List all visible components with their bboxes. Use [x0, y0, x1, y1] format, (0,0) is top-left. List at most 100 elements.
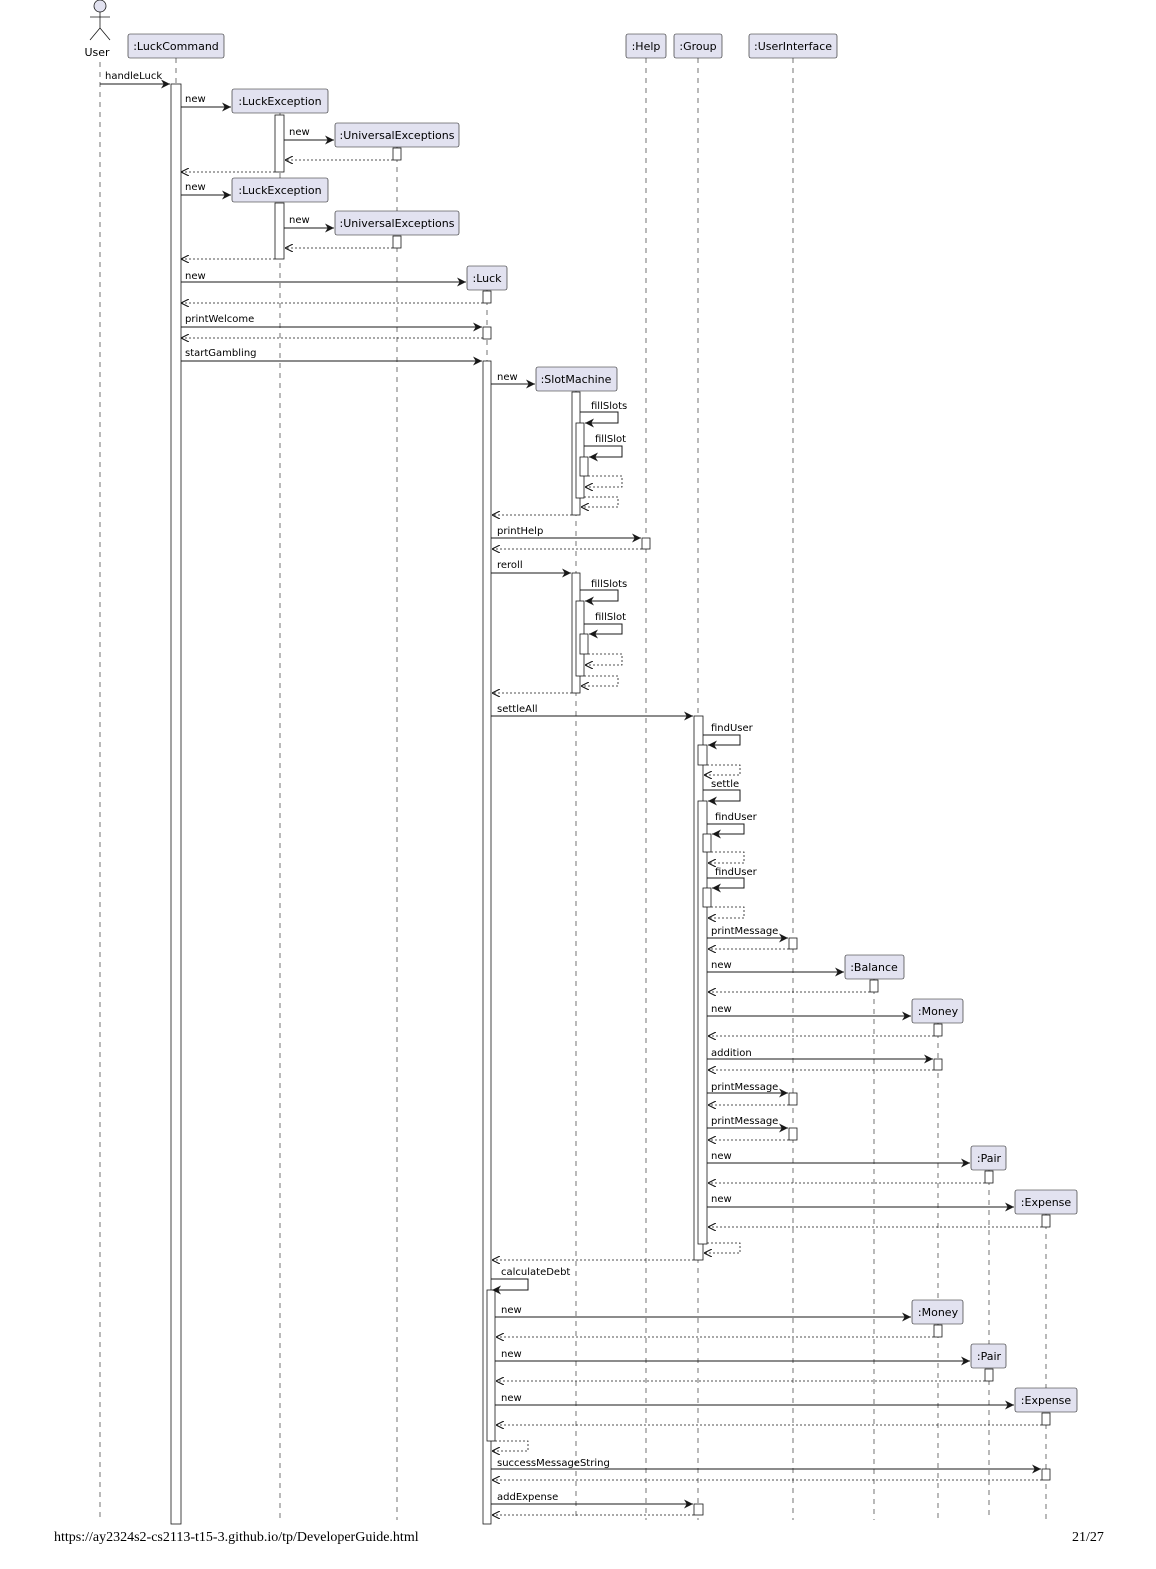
participant-label: :UniversalExceptions	[340, 217, 455, 230]
message-new-expense: new	[495, 1393, 1014, 1410]
message-fillslot: fillSlot	[584, 612, 626, 639]
message-printwelcome: printWelcome	[181, 314, 482, 332]
lifelines	[99, 58, 1047, 1520]
message-finduser: findUser	[707, 812, 758, 839]
message-label: findUser	[715, 812, 758, 823]
activation-luckexception	[274, 114, 285, 173]
message-label: reroll	[497, 560, 523, 571]
message-new-money: new	[707, 1004, 911, 1021]
activation-expense	[1041, 1412, 1051, 1426]
participant-money: :Money	[911, 1299, 964, 1325]
message-label: fillSlot	[595, 434, 626, 445]
message-label: new	[185, 94, 206, 105]
participant-label: :LuckCommand	[133, 40, 219, 53]
return-arrow	[708, 851, 745, 863]
participant-expense: :Expense	[1014, 1189, 1078, 1215]
message-new-expense: new	[707, 1194, 1014, 1212]
message-label: printMessage	[711, 1116, 778, 1127]
participant-label: :Pair	[977, 1152, 1002, 1165]
return-arrow	[708, 906, 745, 918]
message-printmessage: printMessage	[707, 926, 788, 943]
return-arrow	[585, 653, 623, 665]
participant-label: :SlotMachine	[541, 373, 612, 386]
message-label: new	[711, 960, 732, 971]
participant-label: :UniversalExceptions	[340, 129, 455, 142]
activation-universalexceptions	[392, 147, 402, 161]
message-label: addition	[711, 1048, 752, 1059]
participant-label: :LuckException	[238, 184, 321, 197]
actor-user: User	[84, 0, 111, 59]
message-settle: settle	[703, 779, 741, 806]
message-new-luckexception: new	[181, 94, 231, 112]
message-finduser: findUser	[703, 723, 754, 750]
message-finduser: findUser	[707, 867, 758, 893]
return-arrow	[704, 1242, 741, 1253]
message-label: new	[711, 1004, 732, 1015]
footer-url: https://ay2324s2-cs2113-t15-3.github.io/…	[54, 1530, 419, 1545]
message-new-pair: new	[707, 1151, 970, 1168]
message-settleall: settleAll	[491, 704, 693, 721]
participant-universalexceptions: :UniversalExceptions	[334, 122, 460, 148]
message-fillslots: fillSlots	[580, 401, 627, 428]
message-startgambling: startGambling	[181, 348, 482, 366]
activation-userinterface	[788, 1092, 798, 1106]
activation-pair	[984, 1368, 994, 1382]
participant-balance: :Balance	[844, 954, 905, 980]
activation-money	[933, 1023, 943, 1037]
activation-money	[933, 1058, 943, 1071]
message-new-balance: new	[707, 960, 844, 977]
message-new-luck: new	[181, 271, 466, 287]
participant-slotmachine: :SlotMachine	[535, 366, 618, 392]
activation-luck	[482, 290, 492, 304]
message-label: settle	[711, 779, 739, 790]
message-addition: addition	[707, 1048, 933, 1064]
participant-userinterface: :UserInterface	[748, 33, 838, 59]
activation-group	[697, 800, 708, 1245]
message-label: fillSlots	[591, 579, 627, 590]
message-label: new	[501, 1349, 522, 1360]
message-label: handleLuck	[105, 71, 162, 82]
message-label: settleAll	[497, 704, 538, 715]
message-label: new	[501, 1305, 522, 1316]
participant-label: :Pair	[977, 1350, 1002, 1363]
activation-universalexceptions	[392, 235, 402, 249]
message-label: printMessage	[711, 926, 778, 937]
actor-label: User	[84, 46, 110, 59]
participant-label: :Balance	[850, 961, 898, 974]
activation-money	[933, 1324, 943, 1338]
message-label: new	[289, 215, 310, 226]
participant-label: :Money	[918, 1306, 959, 1319]
activation-group	[702, 833, 712, 853]
participant-label: :Luck	[472, 272, 502, 285]
participant-label: :Help	[632, 40, 661, 53]
return-arrow	[704, 764, 741, 775]
activation-balance	[869, 979, 879, 993]
participant-label: :Money	[918, 1005, 959, 1018]
message-printmessage: printMessage	[707, 1116, 788, 1133]
message-label: new	[711, 1194, 732, 1205]
message-label: printWelcome	[185, 314, 254, 325]
participant-universalexceptions: :UniversalExceptions	[334, 210, 460, 236]
participant-pair: :Pair	[970, 1145, 1007, 1171]
participant-label: :Expense	[1021, 1196, 1072, 1209]
participant-label: :LuckException	[238, 95, 321, 108]
participant-expense: :Expense	[1014, 1387, 1078, 1413]
participant-label: :Group	[679, 40, 716, 53]
message-new-universalexceptions: new	[284, 127, 334, 145]
activation-group	[702, 887, 712, 908]
activation-pair	[984, 1170, 994, 1184]
message-new-universalexceptions: new	[284, 215, 334, 233]
message-label: addExpense	[497, 1492, 558, 1503]
message-label: startGambling	[185, 348, 257, 359]
message-label: findUser	[711, 723, 754, 734]
participant-luckexception: :LuckException	[231, 177, 329, 203]
message-fillslot: fillSlot	[584, 434, 626, 462]
message-label: fillSlot	[595, 612, 626, 623]
message-successmessagestring: successMessageString	[491, 1458, 1041, 1474]
message-fillslots: fillSlots	[580, 579, 627, 606]
message-new-money: new	[495, 1305, 911, 1322]
activation-expense	[1041, 1468, 1051, 1481]
activation-expense	[1041, 1214, 1051, 1228]
participant-luckexception: :LuckException	[231, 88, 329, 114]
